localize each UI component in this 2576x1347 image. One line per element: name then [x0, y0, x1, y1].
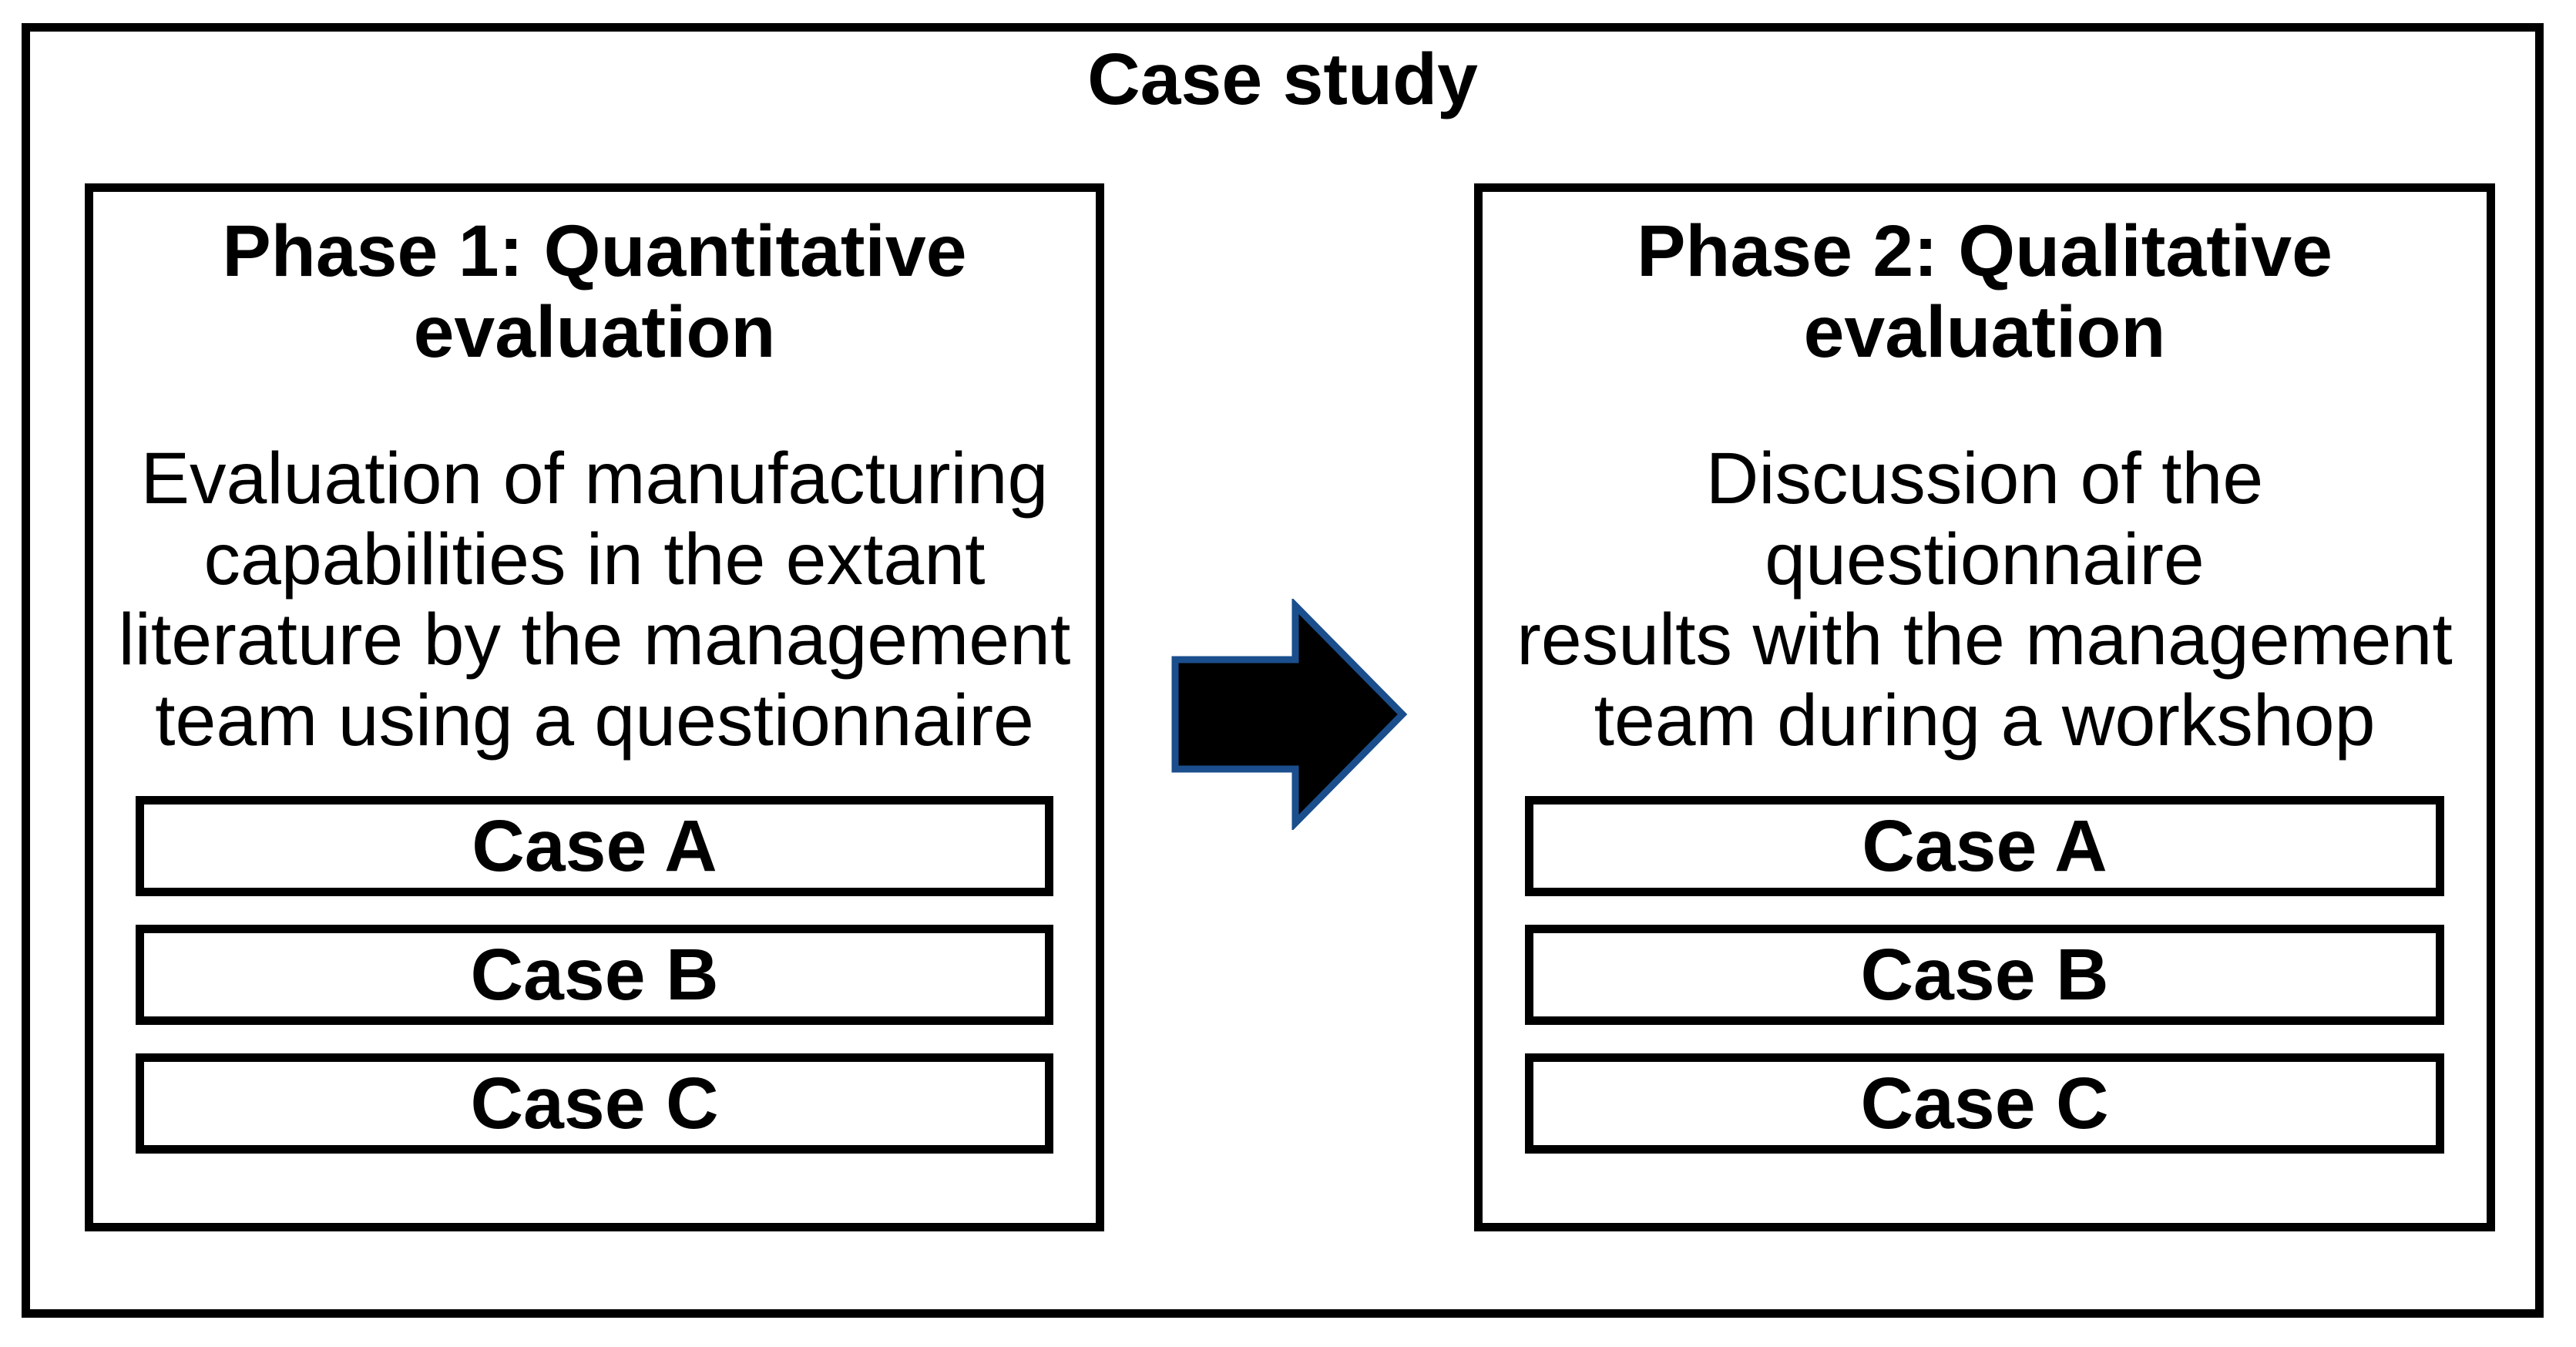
right-arrow-icon — [1171, 599, 1408, 830]
phase-2-case-a-box: Case A — [1525, 796, 2444, 896]
case-label: Case B — [470, 933, 719, 1016]
phase-1-header: Phase 1: Quantitative evaluation — [222, 210, 967, 373]
phase-1-box: Phase 1: Quantitative evaluation Evaluat… — [85, 183, 1104, 1231]
case-label: Case C — [1860, 1062, 2109, 1144]
case-label: Case C — [470, 1062, 719, 1144]
phase-1-description: Evaluation of manufacturing capabilities… — [118, 438, 1071, 761]
phase-2-case-c-box: Case C — [1525, 1053, 2444, 1154]
case-label: Case A — [1862, 805, 2107, 887]
phase-2-body-area: Discussion of the questionnaire results … — [1483, 372, 2487, 796]
case-study-frame: Case study Phase 1: Quantitative evaluat… — [22, 23, 2544, 1318]
phase-2-description: Discussion of the questionnaire results … — [1516, 438, 2453, 761]
phase-1-case-c-box: Case C — [136, 1053, 1053, 1154]
phase-1-case-b-box: Case B — [136, 925, 1053, 1025]
diagram-title: Case study — [1087, 39, 1478, 120]
phase-2-cases: Case A Case B Case C — [1525, 796, 2444, 1154]
phase-1-body-area: Evaluation of manufacturing capabilities… — [93, 372, 1096, 796]
case-label: Case A — [472, 805, 717, 887]
phase-2-case-b-box: Case B — [1525, 925, 2444, 1025]
phase-1-cases: Case A Case B Case C — [136, 796, 1053, 1154]
case-label: Case B — [1860, 933, 2109, 1016]
phase-2-box: Phase 2: Qualitative evaluation Discussi… — [1474, 183, 2495, 1231]
phase-1-case-a-box: Case A — [136, 796, 1053, 896]
phase-2-header: Phase 2: Qualitative evaluation — [1637, 210, 2333, 373]
